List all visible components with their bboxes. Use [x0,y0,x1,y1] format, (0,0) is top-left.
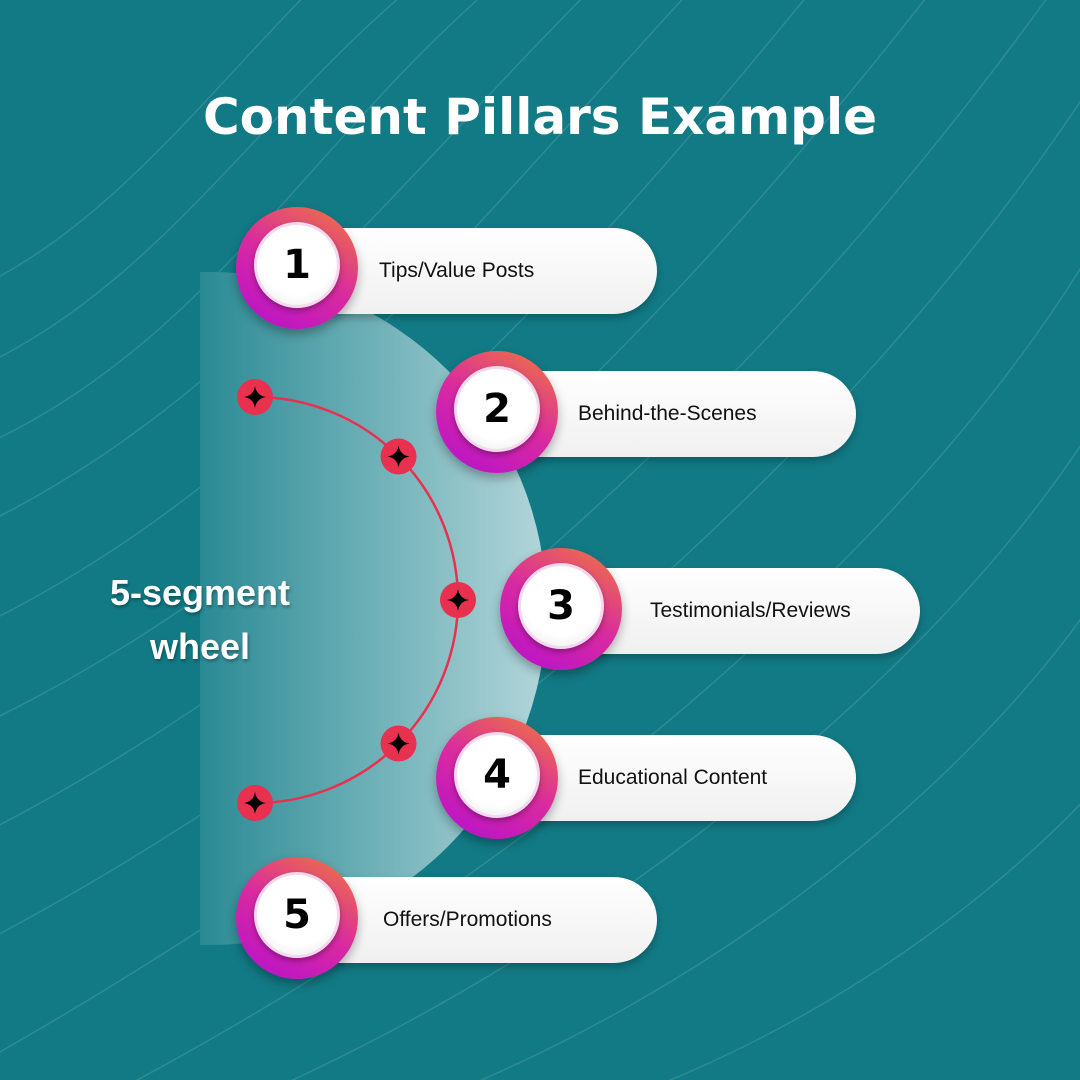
pillar-pill: Testimonials/Reviews [561,568,920,654]
wheel-label: 5-segment wheel [90,566,310,674]
number-badge: 2 [436,351,558,473]
wheel-label-line1: 5-segment [109,572,291,613]
number-badge: 3 [500,548,622,670]
pillar-label: Offers/Promotions [383,908,552,931]
star-marker-icon [237,379,273,415]
pillar-label: Educational Content [578,766,768,789]
badge-number: 3 [518,563,604,649]
wheel-label-line2: wheel [149,626,251,667]
star-marker-icon [440,582,476,618]
pillar-label: Testimonials/Reviews [650,599,851,622]
badge-number: 5 [254,872,340,958]
page-title: Content Pillars Example [202,88,878,146]
star-marker-icon [380,438,417,475]
badge-number: 4 [454,732,540,818]
star-marker-icon [237,785,273,821]
pillar-label: Behind-the-Scenes [578,402,757,425]
number-badge: 4 [436,717,558,839]
pillar-label: Tips/Value Posts [379,259,535,282]
badge-number: 1 [254,222,340,308]
pillar-pill: Tips/Value Posts [297,228,657,314]
number-badge: 1 [236,207,358,329]
badge-number: 2 [454,366,540,452]
number-badge: 5 [236,857,358,979]
star-marker-icon [380,725,417,762]
